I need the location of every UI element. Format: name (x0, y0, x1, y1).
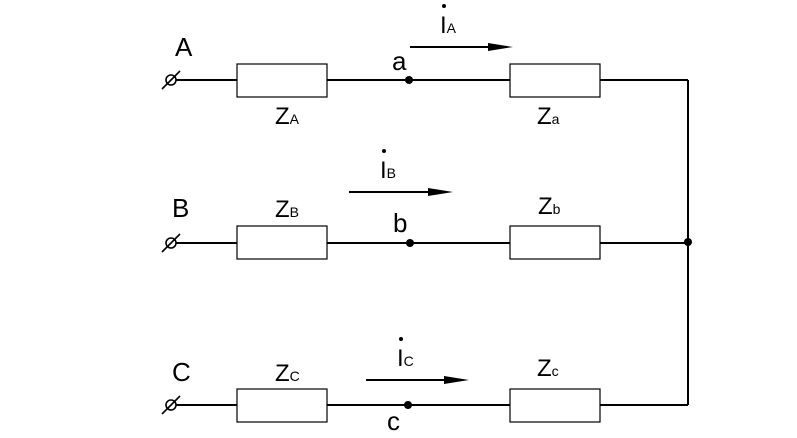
svg-text:IB: IB (380, 157, 396, 184)
impedance-zb-source (236, 225, 328, 260)
impedance-zc-source (236, 388, 328, 423)
impedance-za-load (509, 63, 601, 98)
impedance-zc-load (509, 388, 601, 423)
terminal-b-slash (161, 233, 181, 253)
current-b-phasor-dot (382, 149, 386, 153)
terminal-label-a: A (175, 32, 193, 62)
current-arrow-c (366, 376, 469, 384)
current-c-phasor-dot (399, 337, 403, 341)
source-impedance-label-c: ZC (275, 360, 300, 387)
current-label-b: IB (380, 149, 396, 184)
current-arrow-b (349, 188, 453, 196)
terminal-label-c: C (172, 357, 191, 387)
phase-b-line: B b ZB Zb IB (161, 149, 688, 260)
terminal-c-slash (161, 395, 181, 415)
neutral-node-dot (684, 238, 692, 246)
node-a-dot (405, 76, 413, 84)
svg-text:IA: IA (440, 12, 457, 39)
current-label-a: IA (440, 4, 457, 39)
load-impedance-label-a: Za (537, 103, 560, 130)
current-arrow-a (410, 43, 513, 51)
load-impedance-label-c: Zc (537, 355, 559, 382)
current-label-c: IC (397, 337, 414, 372)
node-label-b: b (393, 208, 407, 238)
impedance-zb-load (509, 225, 601, 260)
node-label-c: c (387, 406, 400, 436)
source-impedance-label-b: ZB (275, 196, 299, 223)
svg-text:IC: IC (397, 345, 414, 372)
impedance-za-source (236, 63, 328, 98)
terminal-a-slash (161, 70, 181, 90)
node-label-a: a (392, 46, 407, 76)
phase-a-line: A a ZA Za IA (161, 4, 688, 130)
load-impedance-label-b: Zb (538, 193, 561, 220)
node-b-dot (406, 239, 414, 247)
node-c-dot (404, 401, 412, 409)
source-impedance-label-a: ZA (275, 103, 300, 130)
phase-c-line: C c ZC Zc IC (161, 337, 688, 436)
current-a-phasor-dot (442, 4, 446, 8)
terminal-label-b: B (172, 193, 189, 223)
